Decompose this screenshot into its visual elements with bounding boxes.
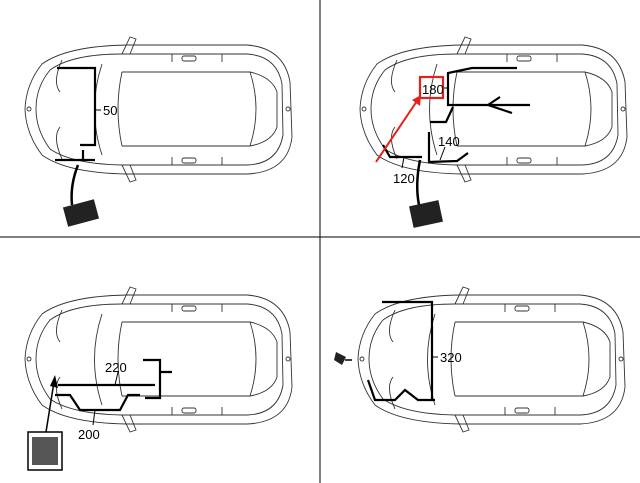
harness-220 <box>58 358 172 400</box>
harness-320 <box>366 300 435 402</box>
car-outline <box>359 36 628 183</box>
harness-50 <box>55 66 97 162</box>
harness-180 <box>430 66 530 124</box>
panel-4: 320 <box>334 286 626 433</box>
label-200: 200 <box>78 427 100 442</box>
connector-icon <box>62 199 100 227</box>
label-140: 140 <box>438 134 460 149</box>
label-120: 120 <box>393 171 415 186</box>
label-50: 50 <box>103 103 117 118</box>
label-220: 220 <box>105 360 127 375</box>
harness-200 <box>55 393 140 412</box>
panel-2: 180 140 120 <box>359 36 628 228</box>
sensor-connector-icon <box>334 352 346 365</box>
arrowhead-icon <box>50 375 58 388</box>
connector-icon <box>409 200 443 228</box>
harness-140 <box>427 132 469 164</box>
panel-3: 220 200 <box>24 286 293 471</box>
red-arrow <box>375 100 418 163</box>
panel-1: 50 <box>24 36 293 227</box>
label-180: 180 <box>422 82 444 97</box>
car-outline <box>357 286 626 433</box>
label-320: 320 <box>440 350 462 365</box>
red-arrowhead-icon <box>412 95 421 106</box>
highlight-box <box>418 75 445 100</box>
